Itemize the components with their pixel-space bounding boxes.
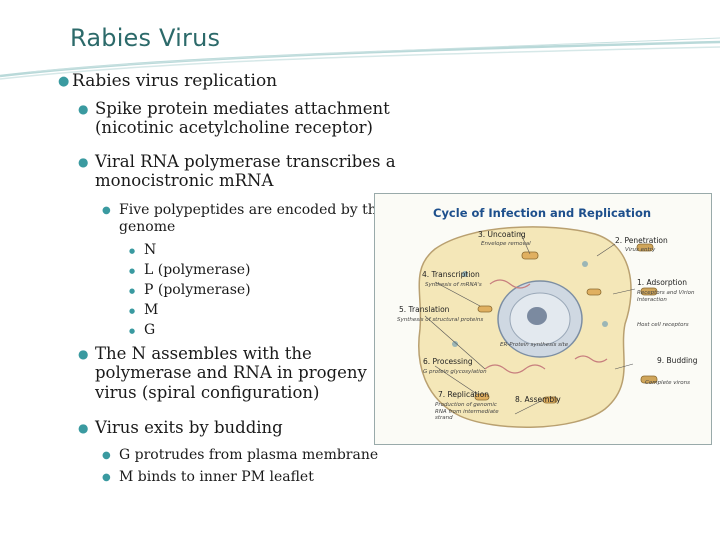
cell-illustration bbox=[418, 226, 658, 428]
bullet-icon: ● bbox=[78, 421, 89, 435]
stage-penetration-sub: Virus entry bbox=[625, 247, 656, 253]
bullet-l3-g-protrudes: ● G protrudes from plasma membrane bbox=[102, 447, 379, 463]
bullet-l2-budding: ● Virus exits by budding bbox=[78, 418, 283, 437]
stage-processing: 6. Processing bbox=[423, 357, 473, 366]
stage-penetration: 2. Penetration bbox=[615, 236, 668, 245]
list-item: ● M bbox=[129, 302, 159, 318]
bullet-icon: ● bbox=[102, 450, 111, 461]
bullet-icon: ● bbox=[58, 74, 70, 89]
stage-uncoating-sub: Envelope removal bbox=[481, 241, 531, 247]
bullet-l2-polymerase: ● Viral RNA polymerase transcribes a mon… bbox=[78, 152, 396, 191]
bullet-l3-m-binds: ● M binds to inner PM leaflet bbox=[102, 469, 314, 485]
list-item: ● L (polymerase) bbox=[129, 262, 251, 278]
bullet-icon: ● bbox=[129, 247, 136, 255]
replication-cycle-figure: Cycle of Infection and Replication 3. Un… bbox=[374, 193, 712, 445]
stage-processing-sub: G protein glycosylation bbox=[423, 369, 487, 375]
stage-transcription-sub: Synthesis of mRNA's bbox=[425, 282, 482, 288]
bullet-icon: ● bbox=[102, 472, 111, 483]
bullet-l2-assembly: ● The N assembles with the polymerase an… bbox=[78, 344, 367, 402]
bullet-icon: ● bbox=[78, 102, 89, 116]
slide-title: Rabies Virus bbox=[70, 24, 221, 52]
bullet-icon: ● bbox=[129, 287, 136, 295]
list-item: ● N bbox=[129, 242, 157, 258]
stage-budding: 9. Budding bbox=[657, 356, 698, 365]
bullet-icon: ● bbox=[129, 307, 136, 315]
host-receptors-label: Host cell receptors bbox=[637, 322, 689, 328]
bullet-l3-polypeptides: ● Five polypeptides are encoded by the g… bbox=[102, 202, 386, 235]
list-item: ● G bbox=[129, 322, 156, 338]
stage-adsorption: 1. Adsorption bbox=[637, 278, 688, 287]
bullet-icon: ● bbox=[78, 347, 89, 361]
stage-uncoating: 3. Uncoating bbox=[478, 230, 526, 239]
figure-title: Cycle of Infection and Replication bbox=[433, 206, 652, 220]
bullet-l1-replication: ● Rabies virus replication bbox=[58, 71, 278, 91]
title-bar: Rabies Virus bbox=[0, 0, 720, 80]
stage-budding-sub: Complete virons bbox=[645, 380, 691, 386]
er-label: ER-Protein synthesis site bbox=[500, 342, 569, 348]
bullet-icon: ● bbox=[78, 155, 89, 169]
stage-replication: 7. Replication bbox=[438, 390, 490, 399]
stage-translation-sub: Synthesis of structural proteins bbox=[397, 317, 484, 323]
bullet-icon: ● bbox=[102, 205, 111, 216]
stage-translation: 5. Translation bbox=[399, 305, 450, 314]
title-swoosh-decoration bbox=[0, 37, 720, 80]
list-item: ● P (polymerase) bbox=[129, 282, 251, 298]
bullet-icon: ● bbox=[129, 327, 136, 335]
stage-assembly: 8. Assembly bbox=[515, 395, 561, 404]
stage-adsorption-sub: Receptors and Virion Interaction bbox=[637, 290, 695, 303]
stage-replication-sub: Production of genomic RNA from intermedi… bbox=[435, 402, 499, 422]
bullet-icon: ● bbox=[129, 267, 136, 275]
stage-transcription: 4. Transcription bbox=[422, 270, 480, 279]
bullet-l2-spike: ● Spike protein mediates attachment (nic… bbox=[78, 99, 390, 138]
